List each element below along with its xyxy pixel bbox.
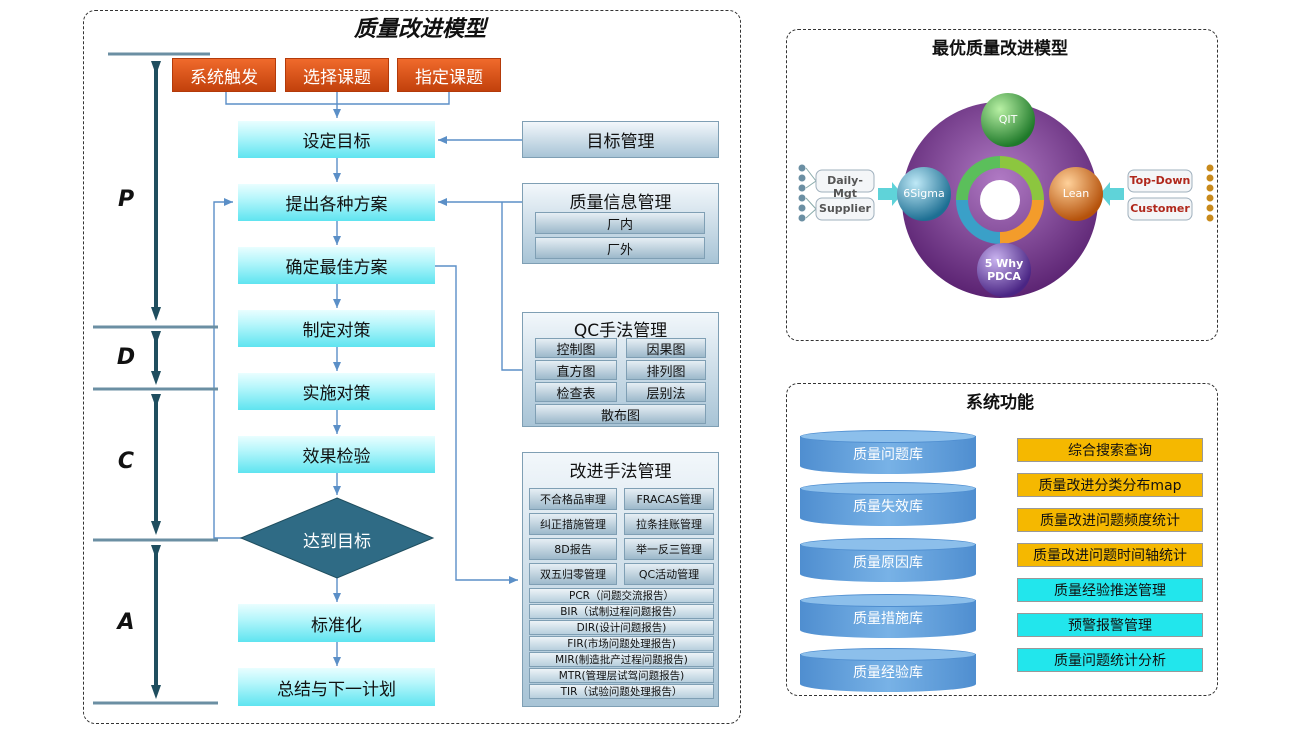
- trigger-system[interactable]: 系统触发: [172, 58, 276, 92]
- system-function-panel: [786, 383, 1218, 696]
- phase-c: C: [117, 449, 135, 474]
- feature-frequency-stats[interactable]: 质量改进问题频度统计: [1017, 508, 1203, 532]
- quality-info-title: 质量信息管理: [569, 193, 672, 213]
- right-tags: [1100, 164, 1214, 222]
- improve-methods-title: 改进手法管理: [569, 462, 672, 482]
- best-model-graphic: [798, 93, 1214, 298]
- report-tir[interactable]: TIR（试验问题处理报告）: [529, 684, 714, 699]
- method-fracas[interactable]: FRACAS管理: [624, 488, 714, 510]
- qc-pareto[interactable]: 排列图: [626, 360, 706, 380]
- left-panel-title: 质量改进模型: [353, 17, 486, 42]
- db-quality-failures-label: 质量失效库: [853, 499, 923, 515]
- sphere-5why-pdca: 5 Why PDCA: [984, 257, 1024, 283]
- left-tags: [798, 164, 902, 222]
- phase-p: P: [117, 187, 135, 212]
- sphere-qit: QIT: [998, 113, 1018, 126]
- step-reach-goal-label[interactable]: 达到目标: [303, 532, 371, 552]
- tag-supplier: Supplier: [819, 202, 871, 215]
- db-quality-issues-label: 质量问题库: [853, 447, 923, 463]
- db-quality-experience[interactable]: 质量经验库: [800, 648, 976, 692]
- qc-stratification[interactable]: 层别法: [626, 382, 706, 402]
- db-quality-experience-label: 质量经验库: [853, 665, 923, 681]
- system-function-title: 系统功能: [966, 393, 1034, 413]
- cycle-arrows-icon: [956, 156, 1044, 244]
- step-countermeasure[interactable]: 制定对策: [238, 310, 435, 347]
- db-quality-causes-label: 质量原因库: [853, 555, 923, 571]
- db-quality-measures[interactable]: 质量措施库: [800, 594, 976, 638]
- method-nonconforming[interactable]: 不合格品审理: [529, 488, 617, 510]
- qc-histogram[interactable]: 直方图: [535, 360, 617, 380]
- method-corrective[interactable]: 纠正措施管理: [529, 513, 617, 535]
- report-dir[interactable]: DIR(设计问题报告): [529, 620, 714, 635]
- trigger-assign-topic[interactable]: 指定课题: [397, 58, 501, 92]
- method-8d[interactable]: 8D报告: [529, 538, 617, 560]
- step-implement[interactable]: 实施对策: [238, 373, 435, 410]
- qc-control-chart[interactable]: 控制图: [535, 338, 617, 358]
- method-lessons[interactable]: 举一反三管理: [624, 538, 714, 560]
- method-tracking[interactable]: 拉条挂账管理: [624, 513, 714, 535]
- sphere-6sigma: 6Sigma: [903, 187, 945, 200]
- feature-experience-push[interactable]: 质量经验推送管理: [1017, 578, 1203, 602]
- feature-statistics[interactable]: 质量问题统计分析: [1017, 648, 1203, 672]
- step-verify[interactable]: 效果检验: [238, 436, 435, 473]
- db-quality-issues[interactable]: 质量问题库: [800, 430, 976, 474]
- method-qc-activity[interactable]: QC活动管理: [624, 563, 714, 585]
- decision-diamond: [239, 497, 435, 579]
- best-model-panel: [786, 29, 1218, 341]
- feature-distribution-map[interactable]: 质量改进分类分布map: [1017, 473, 1203, 497]
- feature-alarm[interactable]: 预警报警管理: [1017, 613, 1203, 637]
- report-bir[interactable]: BIR（试制过程问题报告）: [529, 604, 714, 619]
- phase-a: A: [117, 610, 135, 635]
- report-mtr[interactable]: MTR(管理层试驾问题报告): [529, 668, 714, 683]
- step-best-plan[interactable]: 确定最佳方案: [238, 247, 435, 284]
- qc-methods-title: QC手法管理: [573, 321, 668, 341]
- db-quality-measures-label: 质量措施库: [853, 611, 923, 627]
- db-quality-causes[interactable]: 质量原因库: [800, 538, 976, 582]
- sphere-lean: Lean: [1062, 187, 1090, 200]
- phase-d: D: [116, 345, 136, 370]
- tag-customer: Customer: [1130, 202, 1190, 215]
- qc-scatter[interactable]: 散布图: [535, 404, 706, 424]
- feature-search[interactable]: 综合搜索查询: [1017, 438, 1203, 462]
- method-double-five[interactable]: 双五归零管理: [529, 563, 617, 585]
- feature-timeline-stats[interactable]: 质量改进问题时间轴统计: [1017, 543, 1203, 567]
- step-standardize[interactable]: 标准化: [238, 604, 435, 642]
- quality-info-external[interactable]: 厂外: [535, 237, 705, 259]
- report-mir[interactable]: MIR(制造批产过程问题报告): [529, 652, 714, 667]
- tag-top-down: Top-Down: [1129, 174, 1191, 187]
- quality-info-internal[interactable]: 厂内: [535, 212, 705, 234]
- report-pcr[interactable]: PCR（问题交流报告）: [529, 588, 714, 603]
- tag-daily-mgt: Daily-Mgt: [827, 174, 863, 200]
- db-quality-failures[interactable]: 质量失效库: [800, 482, 976, 526]
- step-set-goal[interactable]: 设定目标: [238, 121, 435, 158]
- goal-management-box[interactable]: 目标管理: [522, 121, 719, 158]
- step-summary[interactable]: 总结与下一计划: [238, 668, 435, 706]
- qc-cause-effect[interactable]: 因果图: [626, 338, 706, 358]
- step-propose-plans[interactable]: 提出各种方案: [238, 184, 435, 221]
- qc-checksheet[interactable]: 检查表: [535, 382, 617, 402]
- report-fir[interactable]: FIR(市场问题处理报告): [529, 636, 714, 651]
- goal-management-label: 目标管理: [586, 132, 655, 152]
- best-model-title: 最优质量改进模型: [932, 39, 1068, 59]
- trigger-select-topic[interactable]: 选择课题: [285, 58, 389, 92]
- quality-improvement-panel: [83, 10, 741, 724]
